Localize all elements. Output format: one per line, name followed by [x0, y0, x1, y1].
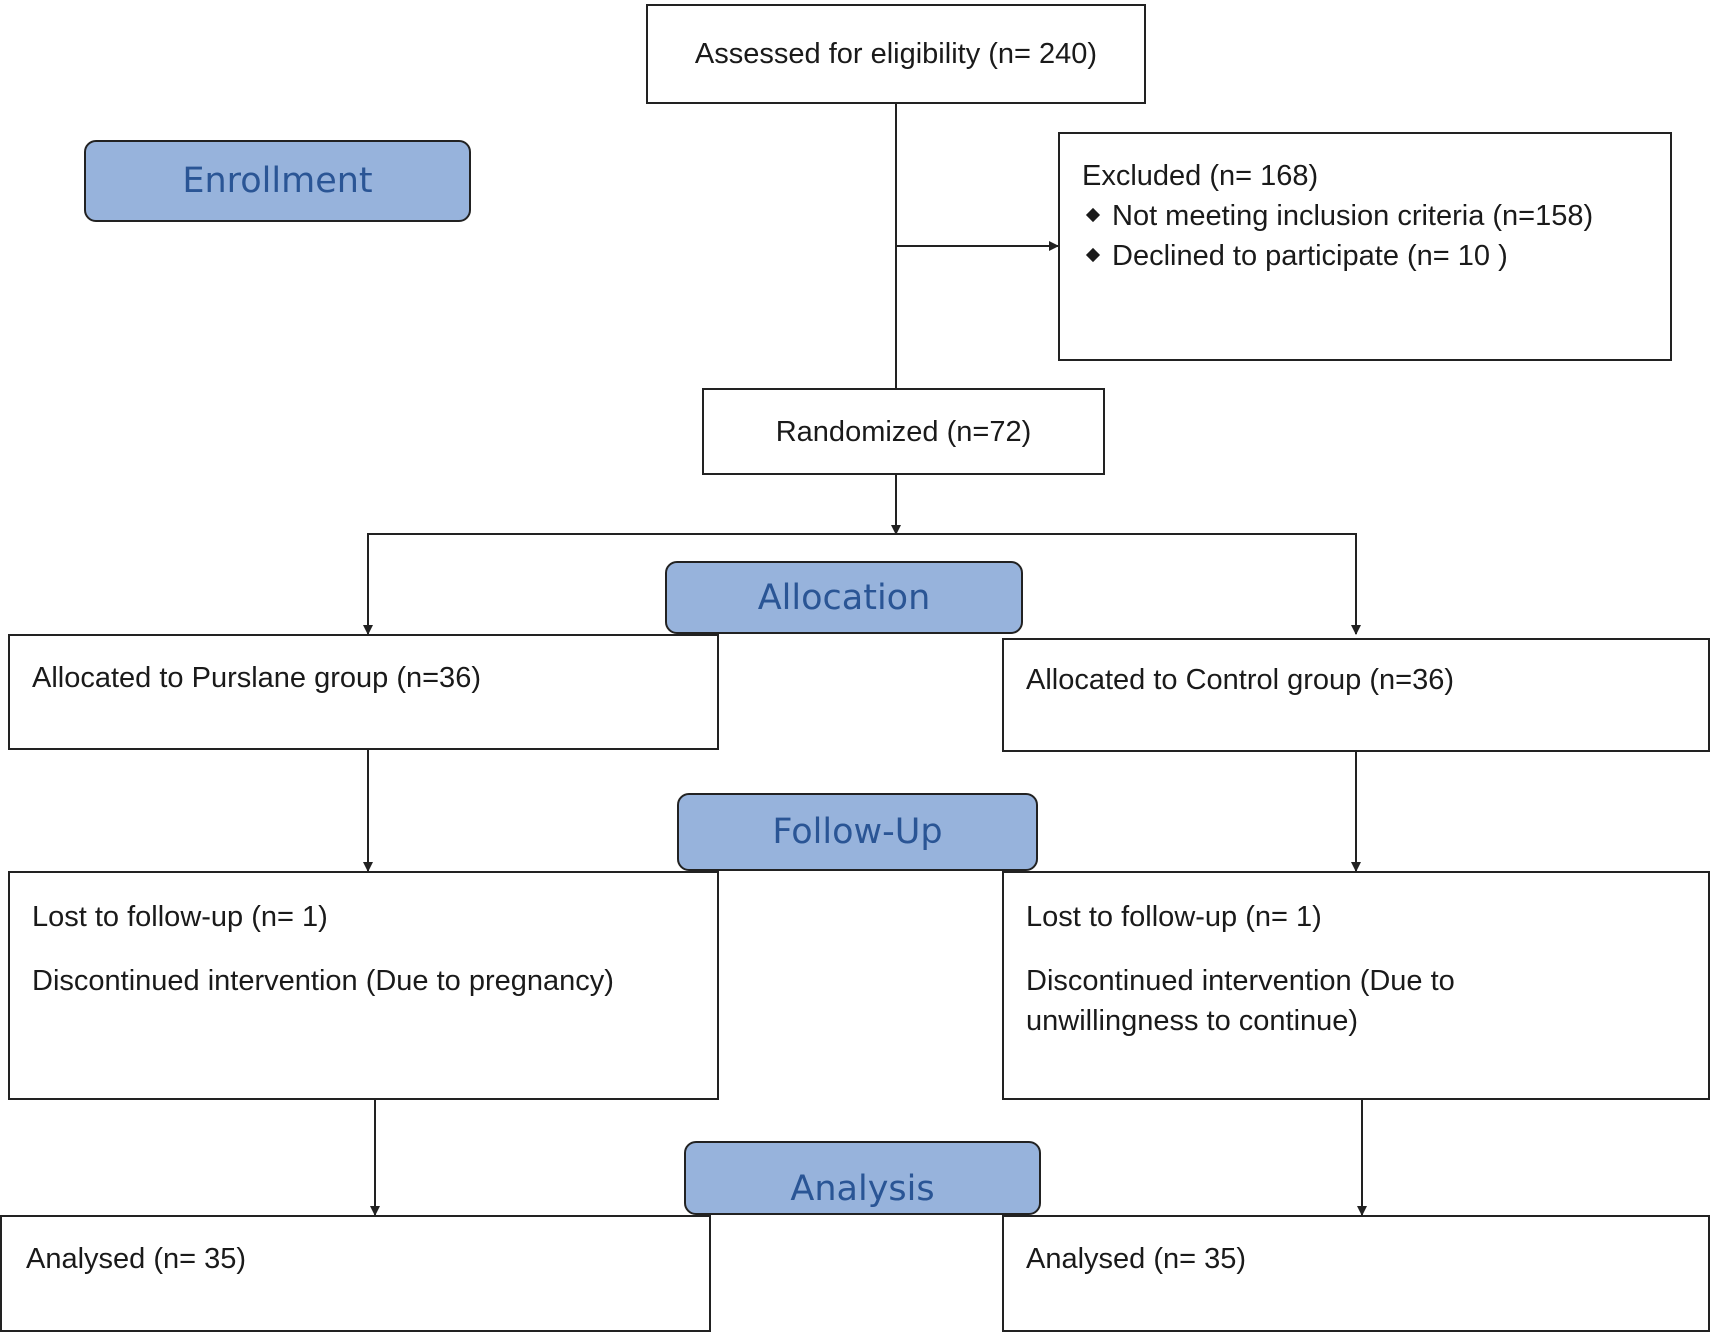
left-allocated-box: Allocated to Purslane group (n=36)	[8, 634, 719, 750]
right-followup-box: Lost to follow-up (n= 1) Discontinued in…	[1002, 871, 1710, 1100]
left-lost-text: Lost to follow-up (n= 1)	[32, 901, 328, 933]
stage-follow-up: Follow-Up	[677, 793, 1038, 871]
left-allocated-text: Allocated to Purslane group (n=36)	[32, 662, 481, 694]
split-line	[367, 533, 1357, 634]
right-allocated-text: Allocated to Control group (n=36)	[1026, 664, 1455, 696]
stage-analysis: Analysis	[684, 1141, 1041, 1215]
excluded-item: Not meeting inclusion criteria (n=158)	[1082, 196, 1670, 236]
bullet-diamond-icon	[1085, 208, 1101, 223]
randomized-text: Randomized (n=72)	[775, 415, 1032, 448]
stage-allocation: Allocation	[665, 561, 1023, 634]
left-analysed-box: Analysed (n= 35)	[0, 1215, 711, 1332]
right-discontinued-text: unwillingness to continue)	[1026, 1005, 1359, 1037]
excluded-title: Excluded (n= 168)	[1082, 160, 1319, 192]
left-analysed-text: Analysed (n= 35)	[26, 1243, 247, 1275]
excluded-item: Declined to participate (n= 10 )	[1082, 236, 1670, 276]
bullet-diamond-icon	[1085, 248, 1101, 263]
excluded-box: Excluded (n= 168) Not meeting inclusion …	[1058, 132, 1672, 361]
left-discontinued-text: Discontinued intervention (Due to pregna…	[32, 965, 614, 997]
left-followup-box: Lost to follow-up (n= 1) Discontinued in…	[8, 871, 719, 1100]
right-allocated-box: Allocated to Control group (n=36)	[1002, 638, 1710, 752]
assessed-box: Assessed for eligibility (n= 240)	[646, 4, 1146, 104]
randomized-box: Randomized (n=72)	[702, 388, 1105, 475]
right-lost-text: Lost to follow-up (n= 1)	[1026, 901, 1322, 933]
stage-enrollment: Enrollment	[84, 140, 471, 222]
right-analysed-box: Analysed (n= 35)	[1002, 1215, 1710, 1332]
right-analysed-text: Analysed (n= 35)	[1026, 1243, 1247, 1275]
assessed-text: Assessed for eligibility (n= 240)	[694, 38, 1098, 70]
right-discontinued-text: Discontinued intervention (Due to	[1026, 965, 1455, 997]
